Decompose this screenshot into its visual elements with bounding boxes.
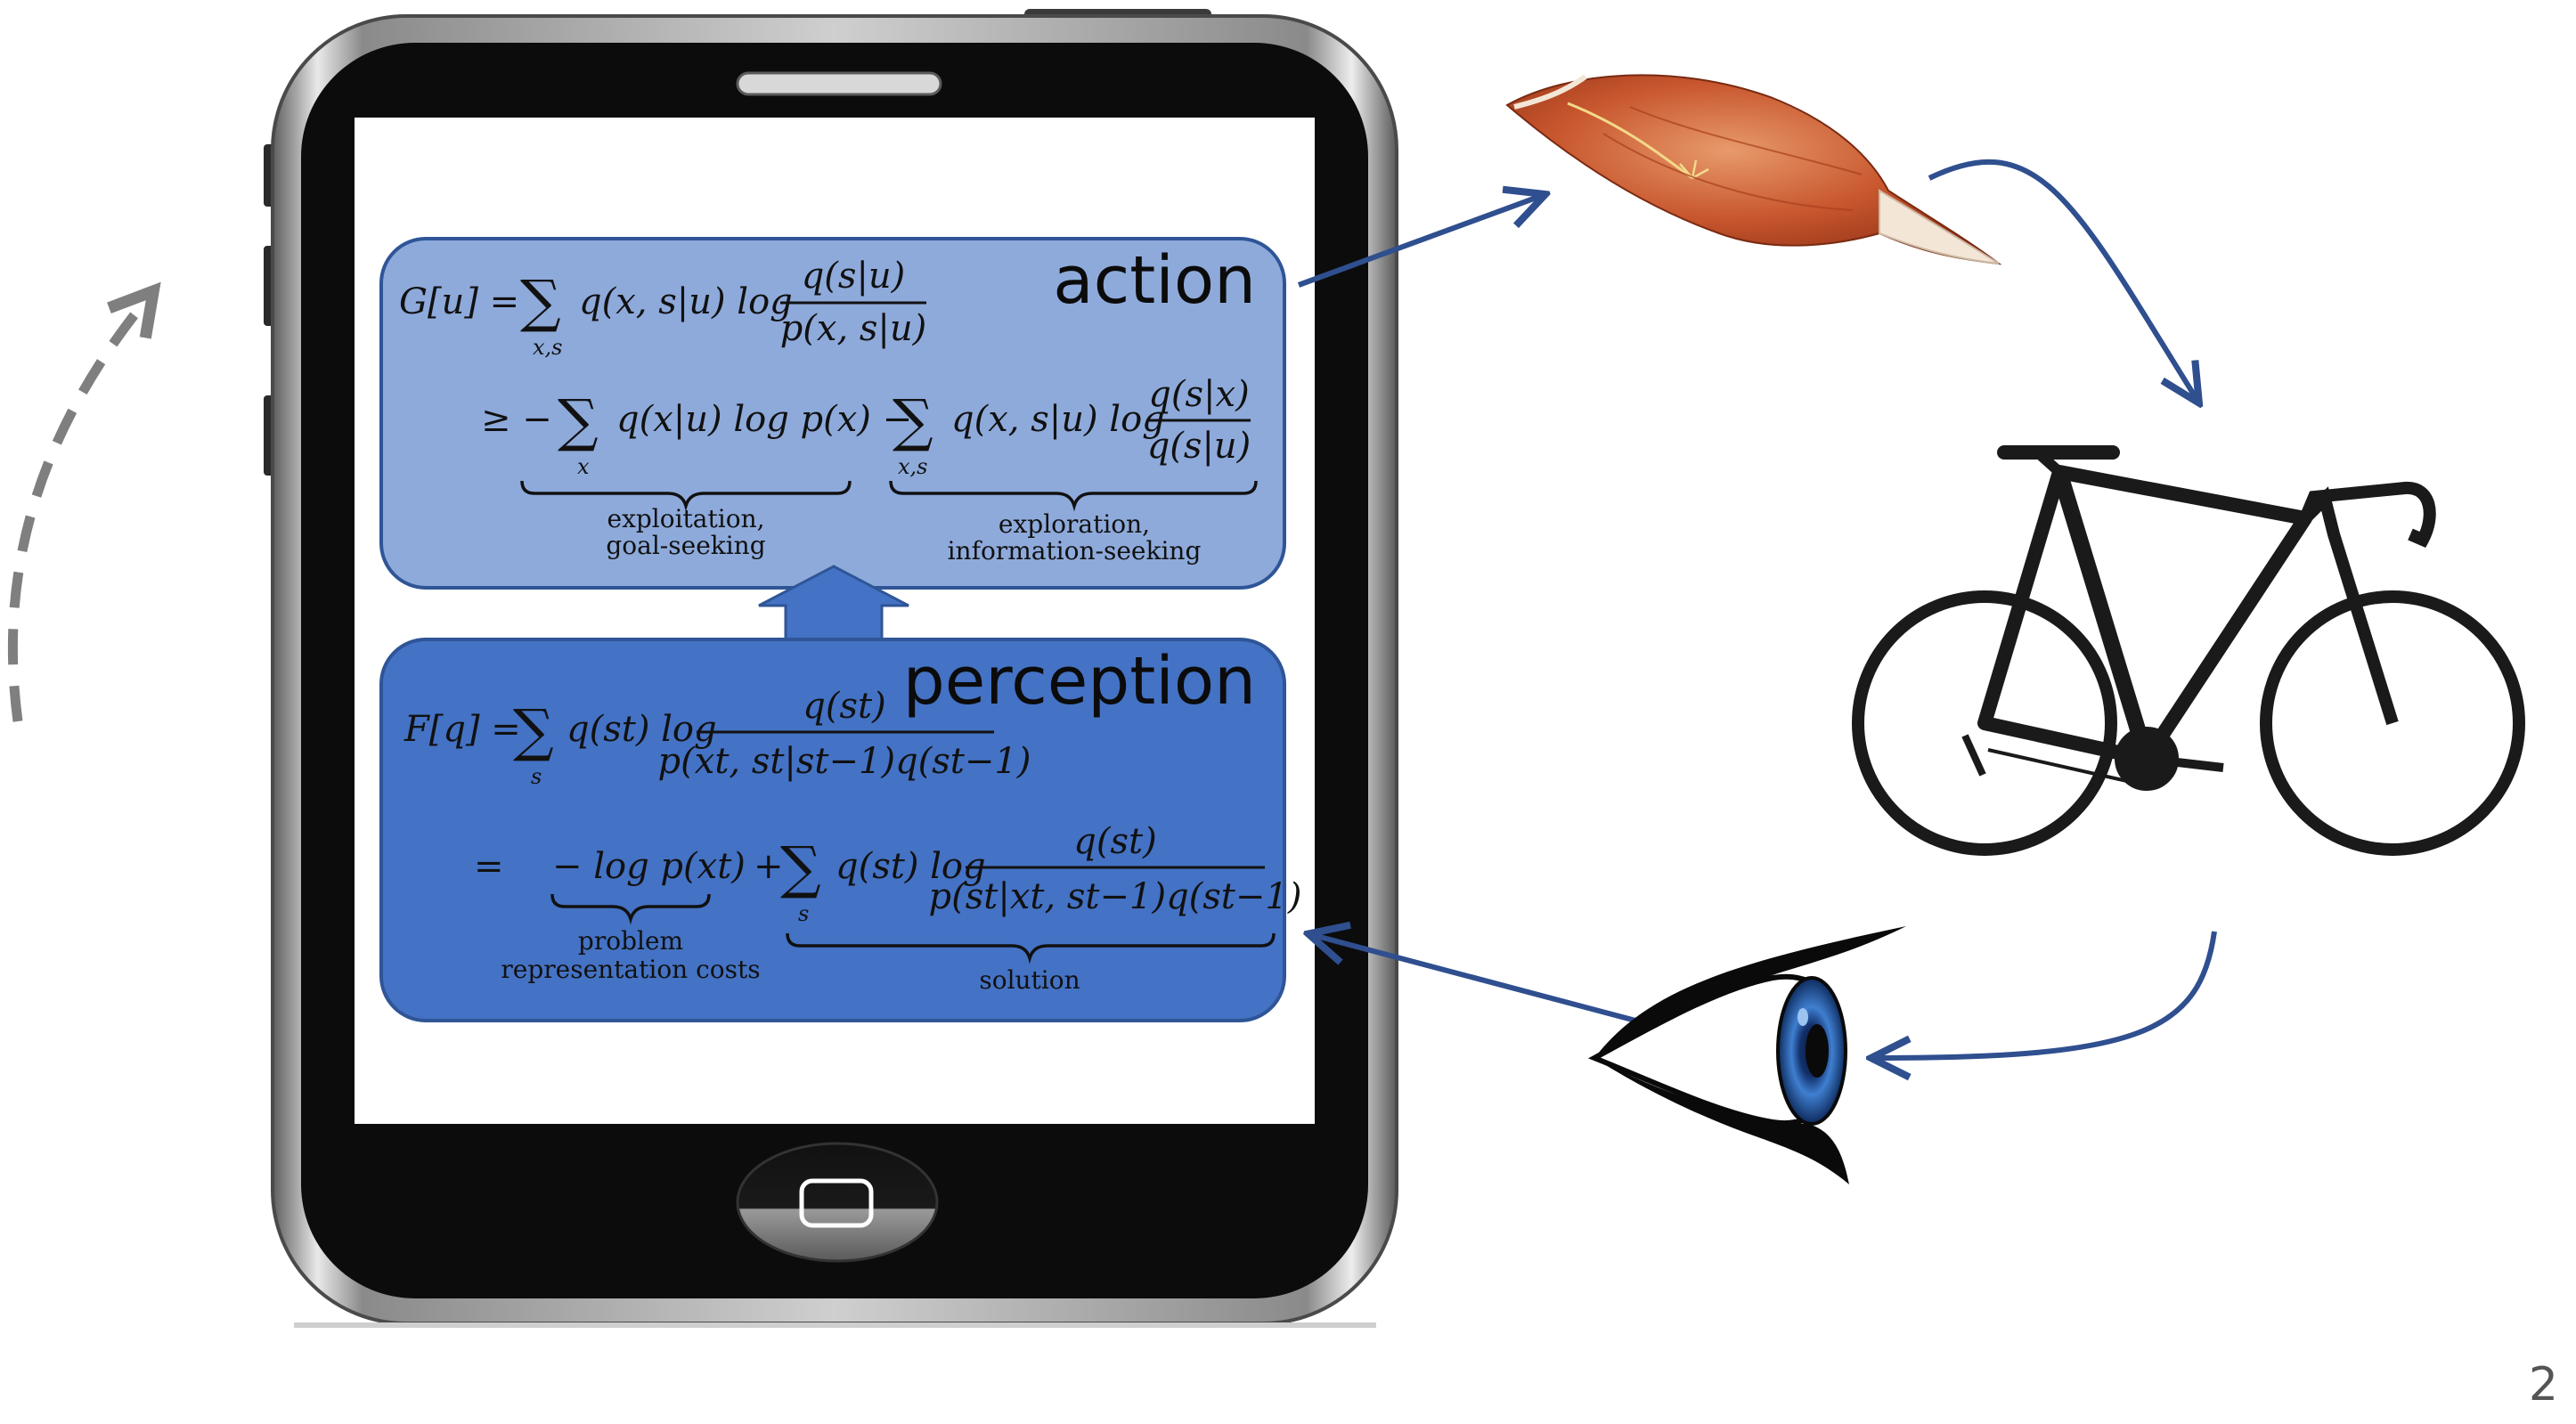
perception-title: perception <box>903 643 1256 720</box>
sum-sigma: ∑ <box>558 388 599 454</box>
eye-to-perception-arrow <box>1313 935 1670 1032</box>
perception-eq2-lhs: = <box>474 846 504 887</box>
eye-icon <box>1587 926 1906 1184</box>
sum-sigma: ∑ <box>780 835 821 901</box>
action-eq2-num: q(s|x) <box>1148 374 1249 415</box>
brace1-line2: goal-seeking <box>606 531 765 560</box>
underbrace <box>550 893 711 925</box>
perception-eq2-term2: q(st) log <box>836 846 986 887</box>
underbrace <box>520 480 852 512</box>
action-eq2-lhs: ≥ − <box>481 399 552 440</box>
action-eq1-sum-sub: x,s <box>533 335 562 360</box>
perception-brace1-line1: problem <box>578 926 683 956</box>
bike-to-eye-arrow <box>1876 931 2217 1058</box>
brace2-line2: information-seeking <box>948 536 1202 566</box>
action-eq1-num: q(s|u) <box>802 256 906 297</box>
underbrace <box>786 932 1276 964</box>
perception-eq1-num: q(st) <box>803 686 885 727</box>
perception-eq2-plus: + <box>754 846 784 887</box>
underbrace <box>889 480 1258 512</box>
action-eq1-den: p(x, s|u) <box>780 308 927 349</box>
perception-box <box>379 638 1286 1022</box>
action-eq2-term2: q(x, s|u) log <box>951 399 1165 440</box>
page-number: 2 <box>2529 1358 2558 1412</box>
muscle-to-bike-arrow <box>1928 159 2197 399</box>
perception-eq2-den: p(st|xt, st−1)q(st−1) <box>929 876 1302 917</box>
perception-eq2-num: q(st) <box>1073 821 1156 862</box>
sum-sigma: ∑ <box>513 698 554 764</box>
action-eq2-sum2-sub: x,s <box>898 454 927 479</box>
sum-sigma: ∑ <box>520 269 561 335</box>
dashed-loop-arrow <box>7 281 161 722</box>
action-eq2-sum1-sub: x <box>577 454 590 479</box>
perception-eq2-sum-sub: s <box>798 901 809 926</box>
perception-brace2-line1: solution <box>979 965 1080 995</box>
action-eq2-den: q(s|u) <box>1147 426 1251 467</box>
bicycle-icon <box>1852 445 2525 856</box>
sum-sigma: ∑ <box>893 388 933 454</box>
perception-eq1-term: q(st) log <box>567 709 717 750</box>
action-title: action <box>1053 242 1256 319</box>
muscle-icon <box>1505 74 2002 265</box>
perception-eq1-den: p(xt, st|st−1)q(st−1) <box>658 741 1031 782</box>
action-to-muscle-arrow <box>1297 196 1541 288</box>
action-eq2-term1: q(x|u) log p(x) − <box>616 399 912 440</box>
perception-brace1-line2: representation costs <box>501 955 760 984</box>
brace1-line1: exploitation, <box>607 504 765 533</box>
perception-eq1-sum-sub: s <box>531 764 542 789</box>
brace2-line1: exploration, <box>999 509 1150 539</box>
action-eq1-term: q(x, s|u) log <box>579 281 793 322</box>
action-eq1-lhs: G[u] = <box>399 281 519 322</box>
perception-eq2-term1: − log p(xt) <box>552 846 746 887</box>
perception-eq1-lhs: F[q] = <box>404 709 521 750</box>
